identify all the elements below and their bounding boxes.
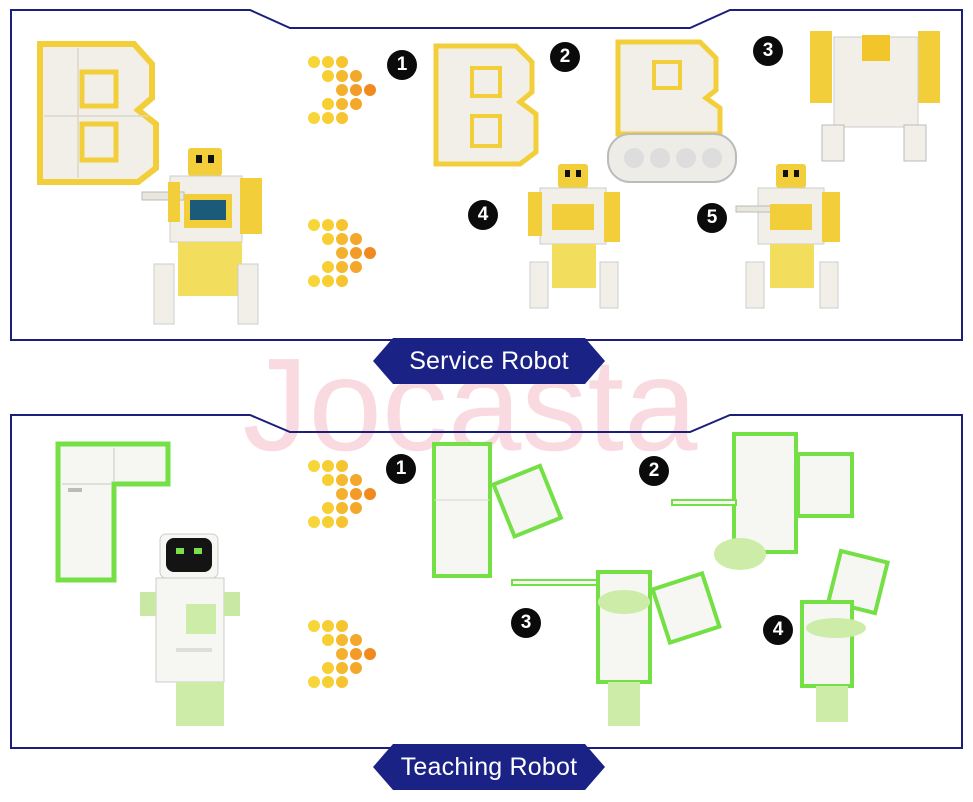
service-step-4-badge: 4 bbox=[468, 200, 498, 230]
teaching-step-3-badge: 3 bbox=[511, 608, 541, 638]
service-step-4-robot bbox=[522, 162, 626, 312]
service-panel-border bbox=[10, 9, 963, 341]
teaching-robot-toy bbox=[140, 532, 248, 728]
service-step-5-badge: 5 bbox=[697, 203, 727, 233]
service-banner-shape bbox=[373, 338, 605, 384]
service-step-5-robot bbox=[734, 162, 850, 312]
arrow-dots-bottom-2 bbox=[308, 620, 376, 688]
service-step-3-robot-part bbox=[806, 25, 944, 165]
service-robot-title: Service Robot bbox=[409, 346, 569, 375]
arrow-dots-top-1 bbox=[308, 56, 376, 124]
teaching-panel bbox=[0, 412, 973, 752]
service-robot-toy bbox=[140, 146, 270, 328]
teaching-step-4-badge: 4 bbox=[763, 615, 793, 645]
arrow-dots-top-2 bbox=[308, 219, 376, 287]
service-step-2-badge: 2 bbox=[550, 42, 580, 72]
teaching-step-2-parts bbox=[670, 430, 866, 576]
service-step-1-badge: 1 bbox=[387, 50, 417, 80]
service-panel bbox=[0, 0, 973, 345]
teaching-step-1-parts bbox=[430, 440, 570, 580]
teaching-step-4-parts bbox=[796, 548, 892, 726]
letter-t-toy bbox=[52, 438, 174, 586]
service-step-2-letter-b-tank bbox=[604, 38, 740, 188]
letter-b-toy bbox=[34, 38, 164, 186]
teaching-robot-title: Teaching Robot bbox=[400, 752, 578, 781]
teaching-panel-border bbox=[10, 414, 963, 749]
arrow-dots-bottom-1 bbox=[308, 460, 376, 528]
teaching-step-3-parts bbox=[510, 562, 726, 730]
teaching-step-1-badge: 1 bbox=[386, 454, 416, 484]
service-step-3-badge: 3 bbox=[753, 36, 783, 66]
service-robot-banner: Service Robot bbox=[373, 338, 605, 384]
teaching-step-2-badge: 2 bbox=[639, 456, 669, 486]
teaching-robot-banner: Teaching Robot bbox=[373, 744, 605, 790]
teaching-banner-shape bbox=[373, 744, 605, 790]
service-step-1-letter-b bbox=[430, 40, 542, 168]
